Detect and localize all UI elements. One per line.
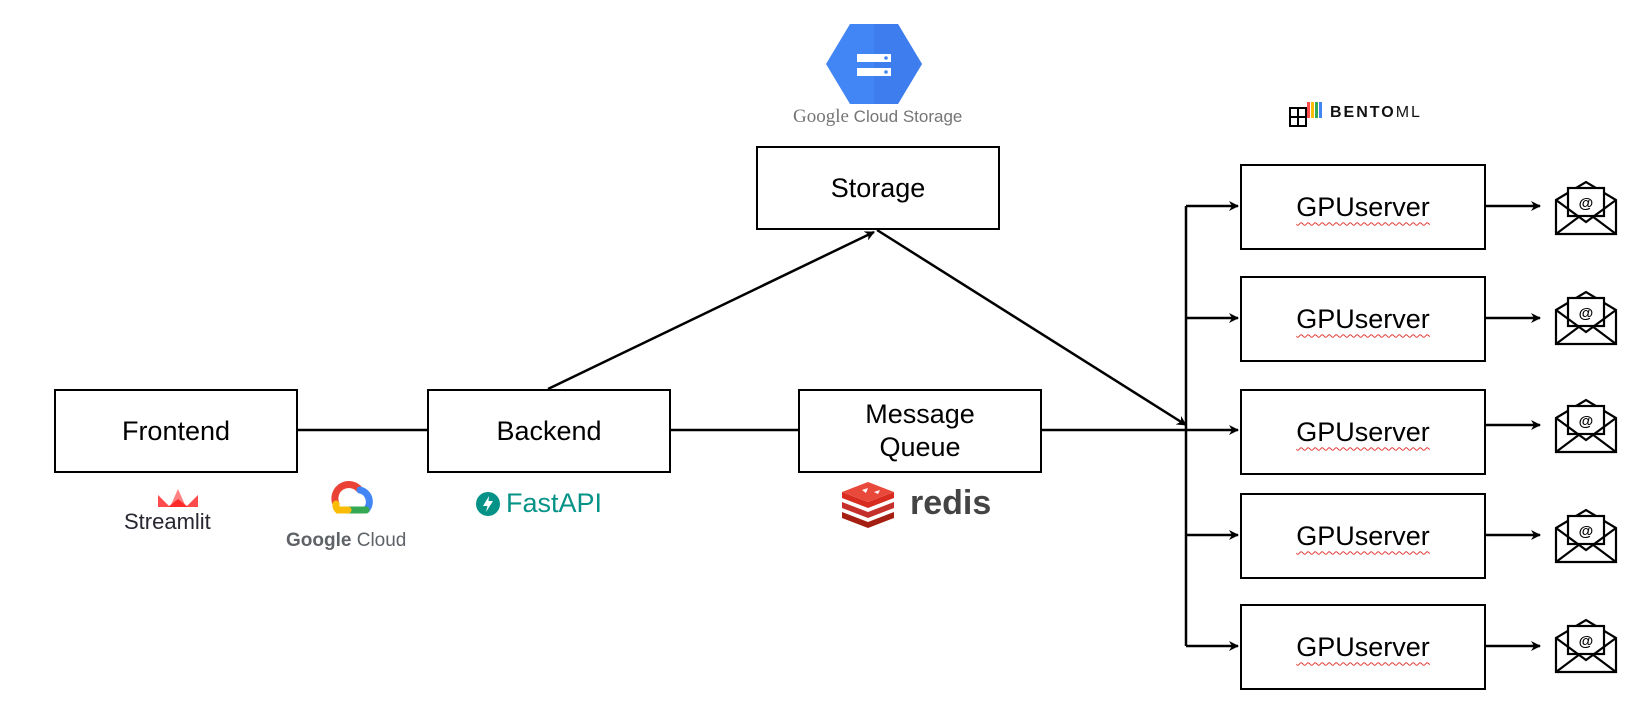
- email-envelope-icon: @: [1554, 618, 1618, 674]
- frontend-node: Frontend: [54, 389, 298, 473]
- gpu-server-node: GPUserver: [1240, 164, 1486, 250]
- google-cloud-logo-icon: [331, 481, 373, 514]
- gpu-server-node: GPUserver: [1240, 276, 1486, 362]
- redis-logo-text: redis: [910, 484, 992, 522]
- email-envelope-icon: @: [1554, 180, 1618, 236]
- bentoml-light: ML: [1395, 104, 1422, 121]
- gpu-server-node: GPUserver: [1240, 604, 1486, 690]
- backend-storage-edge: [547, 230, 875, 391]
- storage-dispatch-edge: [876, 228, 1187, 427]
- bentoml-logo-icon: [1289, 102, 1322, 127]
- backend-node: Backend: [427, 389, 671, 473]
- google-cloud-logo-text: Google Cloud: [286, 530, 406, 552]
- svg-text:@: @: [1579, 305, 1594, 322]
- google-cloud-product: Cloud: [356, 530, 407, 551]
- frontend-label: Frontend: [121, 415, 231, 446]
- message-queue-node: Message Queue: [798, 389, 1042, 473]
- gcs-product: Cloud Storage: [853, 107, 963, 126]
- redis-logo-icon: [842, 482, 894, 528]
- gpu-server-node: GPUserver: [1240, 493, 1486, 579]
- fastapi-logo-text: FastAPI: [506, 488, 603, 518]
- svg-text:@: @: [1579, 523, 1594, 540]
- gpu-server-label: GPUserver: [1296, 191, 1430, 222]
- gpu-server-node: GPUserver: [1240, 389, 1486, 475]
- google-cloud-brand: Google: [286, 530, 352, 551]
- gpu-server-label: GPUserver: [1296, 631, 1430, 662]
- gpu-server-label: GPUserver: [1296, 520, 1430, 551]
- gpu-server-label: GPUserver: [1296, 303, 1430, 334]
- google-cloud-storage-logo-text: Google Cloud Storage: [793, 106, 962, 128]
- svg-text:@: @: [1579, 195, 1594, 212]
- bentoml-logo-text: BENTOML: [1330, 104, 1422, 122]
- streamlit-logo-text: Streamlit: [124, 509, 211, 534]
- svg-text:@: @: [1579, 413, 1594, 430]
- gpu-server-label: GPUserver: [1296, 416, 1430, 447]
- bentoml-bold: BENTO: [1330, 104, 1396, 121]
- fastapi-bolt-icon: [476, 492, 500, 516]
- email-envelope-icon: @: [1554, 398, 1618, 454]
- storage-label: Storage: [830, 172, 926, 203]
- svg-text:@: @: [1579, 633, 1594, 650]
- streamlit-logo-icon: [158, 489, 198, 507]
- email-envelope-icon: @: [1554, 508, 1618, 564]
- email-envelope-icon: @: [1554, 290, 1618, 346]
- message-queue-label-line1: Message: [865, 399, 975, 429]
- message-queue-label-line2: Queue: [879, 432, 961, 462]
- backend-label: Backend: [496, 415, 602, 446]
- storage-node: Storage: [756, 146, 1000, 230]
- google-cloud-storage-icon: [826, 24, 922, 104]
- gcs-brand: Google: [793, 106, 849, 127]
